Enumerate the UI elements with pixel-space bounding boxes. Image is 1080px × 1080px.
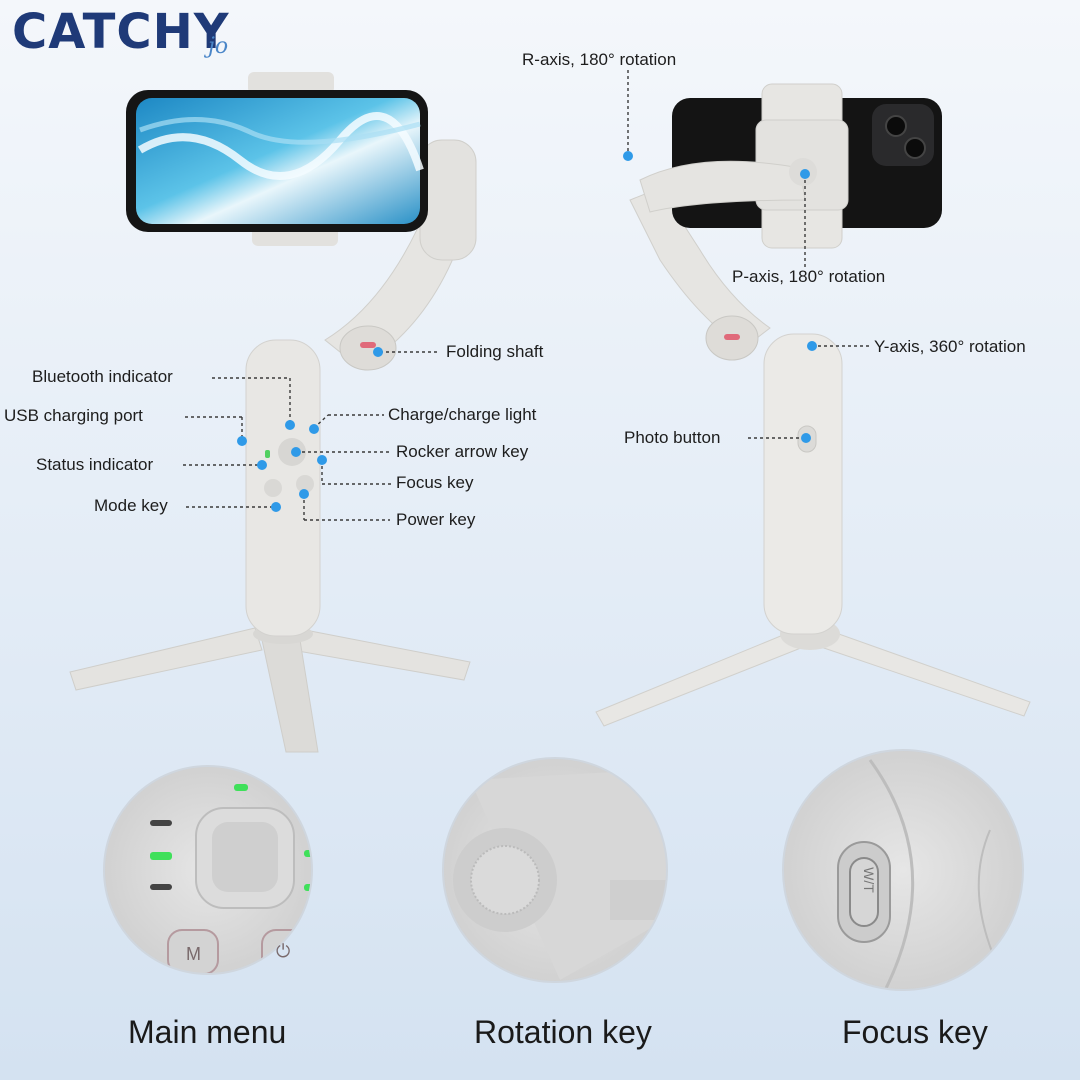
caption-rotation-key: Rotation key <box>474 1014 652 1050</box>
power-icon: ⏻ <box>276 941 291 961</box>
front-gimbal <box>69 72 477 753</box>
label-status-indicator: Status indicator <box>36 455 154 474</box>
main-menu-closeup <box>103 765 313 975</box>
label-photo-button: Photo button <box>624 428 721 447</box>
label-folding-shaft: Folding shaft <box>446 342 544 361</box>
label-usb-charging-port: USB charging port <box>4 406 143 425</box>
focus-switch-glyph: W/T <box>860 867 877 893</box>
caption-focus-key: Focus key <box>842 1014 988 1050</box>
label-power-key: Power key <box>396 510 476 529</box>
back-gimbal <box>595 83 1031 727</box>
label-mode-key: Mode key <box>94 496 168 515</box>
label-r-axis: R-axis, 180° rotation <box>522 50 677 69</box>
label-charge-light: Charge/charge light <box>388 405 537 424</box>
label-focus-key: Focus key <box>396 473 474 492</box>
label-rocker-arrow-key: Rocker arrow key <box>396 442 529 461</box>
leader-lines <box>183 70 870 521</box>
caption-main-menu: Main menu <box>128 1014 287 1050</box>
focus-key-closeup <box>782 749 1024 991</box>
brand-logo-sub: jo <box>208 34 229 59</box>
label-p-axis: P-axis, 180° rotation <box>732 267 886 286</box>
mode-key-glyph: M <box>186 944 201 964</box>
brand-logo: CATCHY <box>12 4 230 60</box>
label-bluetooth-indicator: Bluetooth indicator <box>32 367 173 386</box>
callout-markers <box>237 151 817 512</box>
rotation-key-closeup <box>442 757 668 983</box>
label-y-axis: Y-axis, 360° rotation <box>874 337 1026 356</box>
